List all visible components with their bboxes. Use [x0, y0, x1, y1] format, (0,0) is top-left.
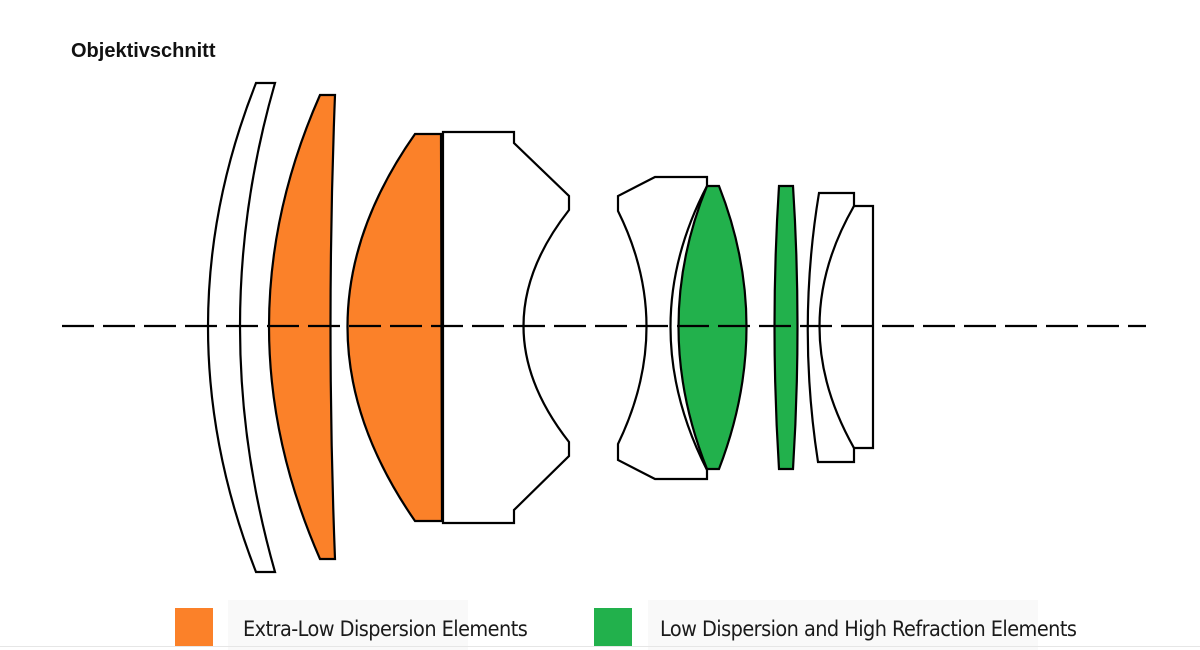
legend-item-extra-low-dispersion	[175, 608, 213, 646]
legend-item-low-dispersion-high-refraction	[594, 608, 632, 646]
legend-swatch-green	[594, 608, 632, 646]
legend-swatch-orange	[175, 608, 213, 646]
lens-element-2	[267, 93, 337, 561]
lens-element-7	[773, 184, 799, 471]
lens-element-5	[616, 175, 709, 481]
lens-element-6	[677, 184, 748, 471]
legend-label-background-1	[228, 600, 468, 650]
lens-element-3	[346, 132, 444, 523]
lens-element-4	[441, 130, 571, 525]
legend-label-background-2	[648, 600, 1038, 650]
page-title: Objektivschnitt	[71, 40, 216, 62]
bottom-divider	[0, 646, 1200, 647]
legend-label-extra-low-dispersion: Extra-Low Dispersion Elements	[243, 617, 528, 641]
lens-element-1	[206, 81, 277, 574]
legend-label-low-dispersion-high-refraction: Low Dispersion and High Refraction Eleme…	[660, 617, 1077, 641]
